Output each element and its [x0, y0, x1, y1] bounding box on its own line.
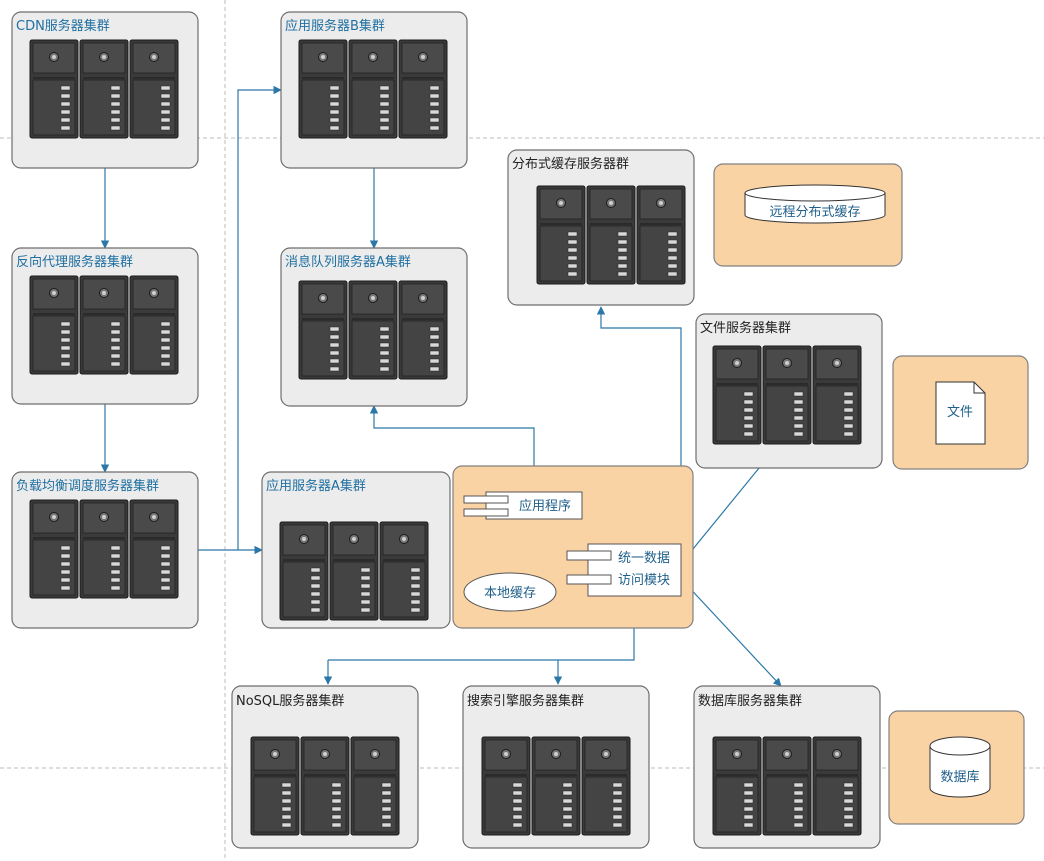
- server-unit-icon: [712, 736, 762, 836]
- application-component[interactable]: 应用程序: [463, 491, 583, 520]
- server-rack-icon: [29, 275, 179, 375]
- cluster-cdn[interactable]: CDN服务器集群: [11, 11, 199, 169]
- server-unit-icon: [712, 345, 762, 445]
- remote-cache-label: 远程分布式缓存: [769, 205, 860, 220]
- cluster-mq-a[interactable]: 消息队列服务器A集群: [280, 247, 468, 407]
- cluster-label-load-balancer: 负载均衡调度服务器集群: [16, 478, 159, 494]
- server-unit-icon: [329, 521, 379, 621]
- server-unit-icon: [29, 39, 79, 139]
- server-unit-icon: [812, 345, 862, 445]
- server-unit-icon: [481, 736, 531, 836]
- server-unit-icon: [379, 521, 429, 621]
- server-unit-icon: [581, 736, 631, 836]
- cluster-app-b[interactable]: 应用服务器B集群: [280, 11, 468, 169]
- clusters: CDN服务器集群 反向代理服务器集群 负载均衡调度服务器集群 应用服务器B集群 …: [11, 11, 883, 849]
- edge-access-to-db: [683, 581, 782, 687]
- server-rack-icon: [298, 280, 448, 380]
- server-unit-icon: [762, 736, 812, 836]
- server-unit-icon: [129, 275, 179, 375]
- cluster-label-search: 搜索引擎服务器集群: [467, 693, 584, 709]
- cluster-file[interactable]: 文件服务器集群: [695, 313, 883, 469]
- cluster-reverse-proxy[interactable]: 反向代理服务器集群: [11, 247, 199, 405]
- component-port-icon: [463, 508, 509, 517]
- server-unit-icon: [129, 499, 179, 599]
- application-label: 应用程序: [519, 498, 571, 514]
- resource-file[interactable]: 文件: [892, 355, 1029, 470]
- server-unit-icon: [350, 736, 400, 836]
- cluster-label-nosql: NoSQL服务器集群: [236, 693, 344, 709]
- server-unit-icon: [79, 39, 129, 139]
- resource-database[interactable]: 数据库: [888, 710, 1025, 825]
- server-unit-icon: [398, 39, 448, 139]
- file-label: 文件: [947, 405, 973, 420]
- server-unit-icon: [79, 499, 129, 599]
- cluster-database[interactable]: 数据库服务器集群: [693, 685, 881, 849]
- app-server-internals[interactable]: 应用程序 本地缓存 统一数据 访问模块: [452, 465, 694, 629]
- edge-app-to-mq: [369, 405, 535, 492]
- server-unit-icon: [762, 345, 812, 445]
- server-unit-icon: [298, 280, 348, 380]
- resource-remote-cache[interactable]: 远程分布式缓存: [713, 163, 903, 267]
- local-cache-label: 本地缓存: [484, 586, 536, 601]
- component-port-icon: [566, 550, 612, 561]
- server-unit-icon: [29, 499, 79, 599]
- server-rack-icon: [481, 736, 631, 836]
- cluster-dist-cache[interactable]: 分布式缓存服务器群: [507, 149, 695, 306]
- cluster-label-file: 文件服务器集群: [700, 320, 791, 336]
- edge-lb-to-app-b: [237, 85, 282, 550]
- cluster-label-app-b: 应用服务器B集群: [285, 18, 385, 34]
- server-rack-icon: [29, 499, 179, 599]
- cluster-label-dist-cache: 分布式缓存服务器群: [512, 156, 629, 172]
- server-unit-icon: [348, 39, 398, 139]
- local-cache-component[interactable]: 本地缓存: [463, 572, 557, 612]
- server-unit-icon: [812, 736, 862, 836]
- server-unit-icon: [250, 736, 300, 836]
- server-rack-icon: [279, 521, 429, 621]
- server-unit-icon: [636, 185, 686, 285]
- server-rack-icon: [298, 39, 448, 139]
- cluster-label-app-a: 应用服务器A集群: [266, 478, 366, 494]
- server-unit-icon: [298, 39, 348, 139]
- component-port-icon: [463, 495, 509, 504]
- server-unit-icon: [398, 280, 448, 380]
- server-unit-icon: [300, 736, 350, 836]
- cluster-nosql[interactable]: NoSQL服务器集群: [231, 685, 419, 849]
- cluster-label-database: 数据库服务器集群: [698, 693, 802, 709]
- data-access-component[interactable]: 统一数据 访问模块: [566, 543, 682, 597]
- server-unit-icon: [586, 185, 636, 285]
- server-rack-icon: [712, 345, 862, 445]
- cluster-search[interactable]: 搜索引擎服务器集群: [462, 685, 650, 849]
- server-unit-icon: [29, 275, 79, 375]
- component-port-icon: [566, 574, 612, 585]
- server-unit-icon: [531, 736, 581, 836]
- server-unit-icon: [79, 275, 129, 375]
- server-rack-icon: [250, 736, 400, 836]
- cache-cylinder-icon: [744, 184, 886, 224]
- server-unit-icon: [536, 185, 586, 285]
- server-unit-icon: [129, 39, 179, 139]
- server-unit-icon: [348, 280, 398, 380]
- server-rack-icon: [712, 736, 862, 836]
- document-fold-icon: [973, 382, 985, 394]
- cluster-label-reverse-proxy: 反向代理服务器集群: [16, 254, 133, 270]
- server-rack-icon: [29, 39, 179, 139]
- cluster-app-a[interactable]: 应用服务器A集群: [261, 471, 451, 629]
- data-access-label-line2: 访问模块: [618, 573, 670, 588]
- database-label: 数据库: [940, 769, 979, 785]
- document-icon: [935, 381, 986, 445]
- data-access-label-line1: 统一数据: [618, 551, 670, 566]
- cluster-label-cdn: CDN服务器集群: [16, 18, 110, 34]
- database-cylinder-icon: [929, 736, 991, 798]
- cluster-load-balancer[interactable]: 负载均衡调度服务器集群: [11, 471, 199, 629]
- edge-access-to-dist-cache: [596, 306, 682, 556]
- server-rack-icon: [536, 185, 686, 285]
- server-unit-icon: [279, 521, 329, 621]
- cluster-label-mq-a: 消息队列服务器A集群: [285, 254, 411, 270]
